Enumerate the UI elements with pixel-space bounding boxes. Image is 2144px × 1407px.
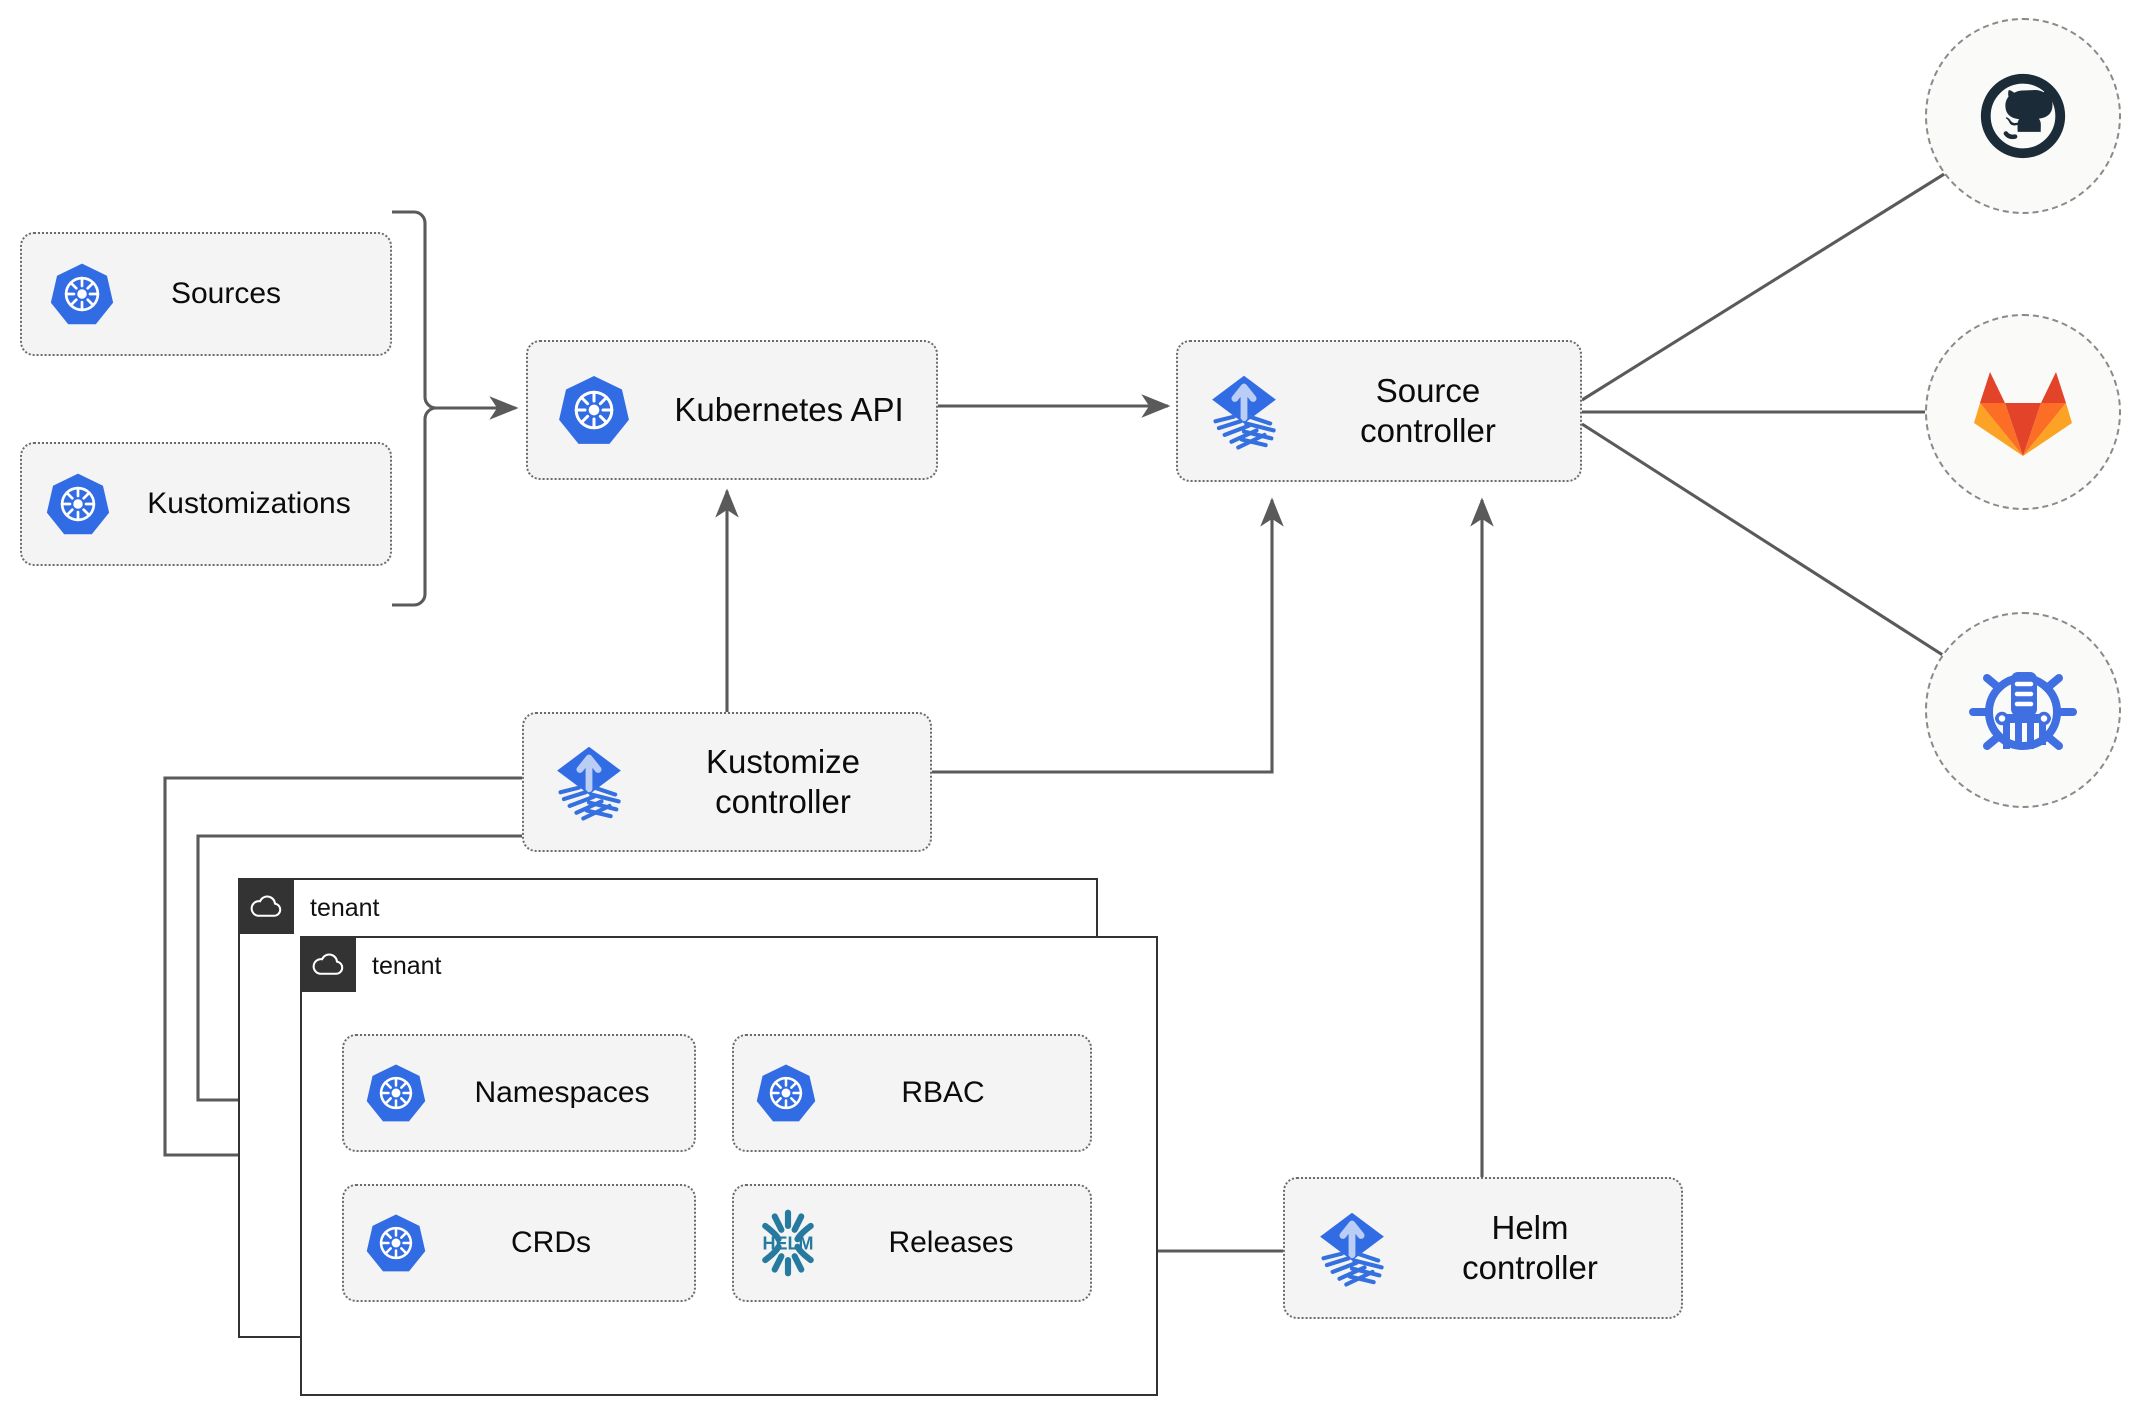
kubernetes-icon: [734, 1062, 838, 1124]
kubernetes-icon: [344, 1062, 448, 1124]
provider-gitlab[interactable]: [1925, 314, 2121, 510]
cloud-icon: [299, 935, 356, 992]
kubernetes-icon: [22, 261, 142, 327]
svg-text:HELM: HELM: [763, 1234, 814, 1254]
group-bracket: [392, 210, 437, 607]
edge-kustomize-to-source: [932, 497, 1284, 774]
kubernetes-icon: [344, 1212, 448, 1274]
node-label: Kubernetes API: [674, 391, 904, 429]
helm-repository-icon: [1969, 656, 2077, 764]
flux-icon: [524, 741, 654, 823]
github-icon: [1975, 68, 2071, 164]
tenant-label: tenant: [310, 893, 380, 922]
node-label: Releases: [888, 1226, 1014, 1259]
kubernetes-icon: [528, 373, 660, 447]
node-label: CRDs: [511, 1226, 591, 1259]
node-label: Source controller: [1360, 372, 1496, 449]
kubernetes-icon: [22, 471, 134, 537]
node-label: Namespaces: [474, 1076, 650, 1109]
node-label: Helm controller: [1462, 1209, 1598, 1286]
cloud-icon: [237, 877, 294, 934]
node-label: Sources: [170, 277, 282, 310]
provider-github[interactable]: [1925, 18, 2121, 214]
node-rbac[interactable]: RBAC: [732, 1034, 1092, 1152]
node-sources[interactable]: Sources: [20, 232, 392, 356]
tenant-label: tenant: [372, 951, 442, 980]
node-crds[interactable]: CRDs: [342, 1184, 696, 1302]
node-kubernetes-api[interactable]: Kubernetes API: [526, 340, 938, 480]
flux-icon: [1285, 1207, 1419, 1289]
tenant-container-front: tenant Namespaces: [299, 935, 1158, 1396]
node-namespaces[interactable]: Namespaces: [342, 1034, 696, 1152]
node-kustomizations[interactable]: Kustomizations: [20, 442, 392, 566]
edge-kustomize-to-tenant-front: [163, 776, 522, 1167]
node-source-controller[interactable]: Source controller: [1176, 340, 1582, 482]
node-kustomize-controller[interactable]: Kustomize controller: [522, 712, 932, 852]
node-label: Kustomize controller: [705, 743, 861, 820]
node-label: RBAC: [901, 1076, 985, 1109]
node-label: Kustomizations: [147, 487, 351, 520]
provider-helm-repository[interactable]: [1925, 612, 2121, 808]
helm-icon: HELM: [734, 1207, 842, 1279]
node-helm-controller[interactable]: Helm controller: [1283, 1177, 1683, 1319]
flux-icon: [1178, 370, 1310, 452]
gitlab-icon: [1971, 362, 2075, 462]
node-releases[interactable]: HELM Releases: [732, 1184, 1092, 1302]
